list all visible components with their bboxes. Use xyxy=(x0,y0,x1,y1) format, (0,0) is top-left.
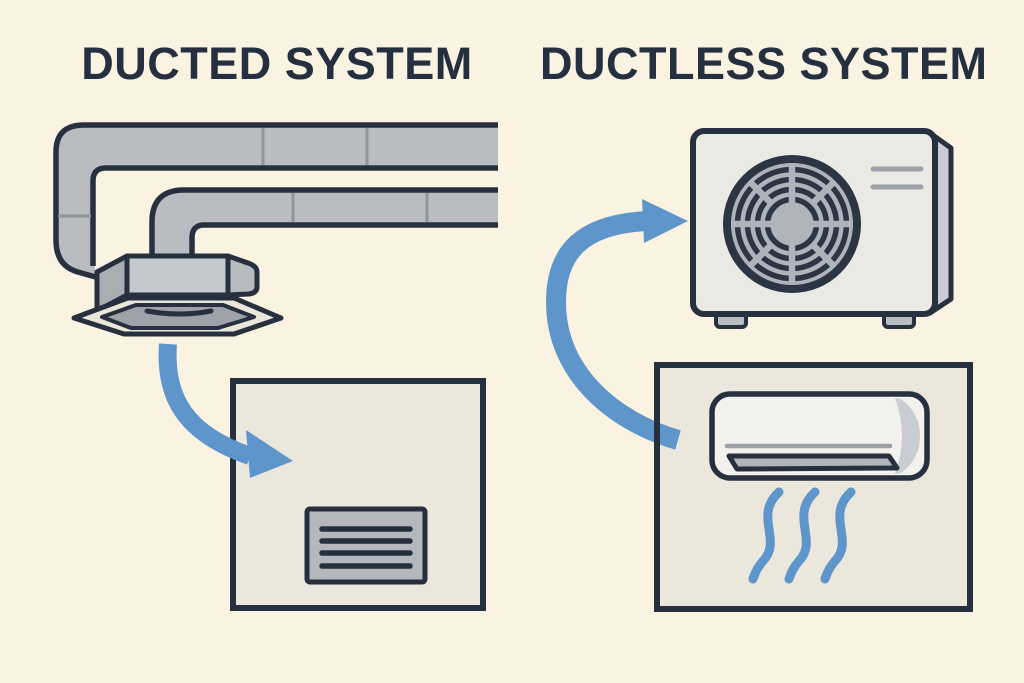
wall-vent-grille-icon xyxy=(304,506,428,585)
ceiling-cassette-unit-icon xyxy=(71,253,284,337)
air-duct-upper-icon xyxy=(53,122,498,281)
airflow-arrow-left-icon xyxy=(158,343,293,478)
refrigerant-line-arrow-icon xyxy=(545,199,688,450)
wall-mounted-indoor-unit-icon xyxy=(709,391,930,481)
airflow-waves-icon xyxy=(748,487,856,584)
ductless-system-title: DUCTLESS SYSTEM xyxy=(540,38,988,89)
air-duct-lower-icon xyxy=(149,187,498,262)
fan-grille-icon xyxy=(723,155,861,293)
outdoor-condenser-unit-icon xyxy=(690,128,954,329)
ducted-system-title: DUCTED SYSTEM xyxy=(81,38,473,89)
room-wall-right-border xyxy=(654,362,973,612)
